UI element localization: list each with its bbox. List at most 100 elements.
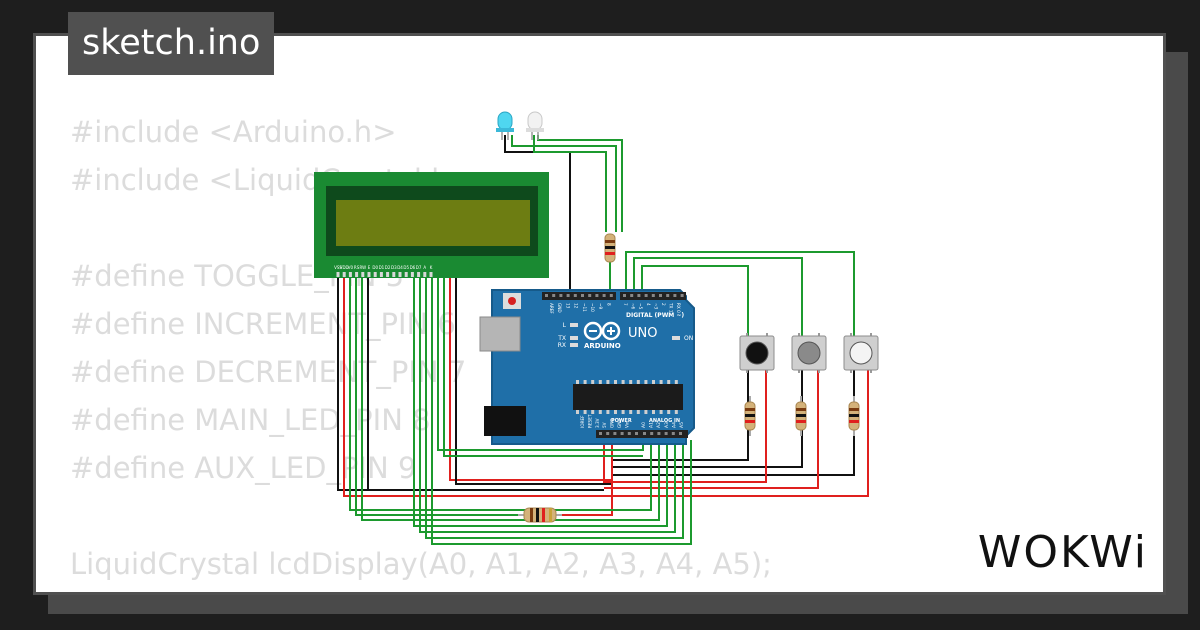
chip-pin xyxy=(591,410,595,414)
power-pin-label: 5V xyxy=(602,422,607,428)
resistor xyxy=(744,396,756,436)
push-button[interactable] xyxy=(843,333,879,373)
blue-led xyxy=(496,111,514,140)
header-pin xyxy=(552,294,556,297)
wire xyxy=(355,276,520,516)
lcd-pin xyxy=(361,272,365,277)
chip-pin xyxy=(674,380,678,384)
chip-pin xyxy=(644,410,648,414)
chip-pin xyxy=(598,380,602,384)
lcd-pin xyxy=(386,272,390,277)
wire xyxy=(560,440,613,516)
chip-pin xyxy=(621,380,625,384)
led-rx-label: RX xyxy=(558,342,566,349)
header-pin xyxy=(643,432,646,435)
digital-pin-label: ~11 xyxy=(582,303,587,312)
wire xyxy=(625,251,855,336)
lcd-pin xyxy=(417,272,421,277)
wokwi-logo: WOKWi xyxy=(977,527,1148,578)
header-power xyxy=(596,430,640,438)
digital-pin-label: ~6 xyxy=(631,303,636,310)
header-pin xyxy=(671,432,675,435)
digital-pin-label: 8 xyxy=(606,303,611,306)
wire xyxy=(349,276,652,511)
file-name-tab[interactable]: sketch.ino xyxy=(68,12,275,75)
lcd-pin-label: D6 xyxy=(410,265,416,270)
chip-pin xyxy=(598,410,602,414)
code-preview: #include <Arduino.h>#include <LiquidCrys… xyxy=(70,108,772,588)
push-button[interactable] xyxy=(791,333,827,373)
digital-label: DIGITAL (PWM ~) xyxy=(626,312,684,319)
chip-pin xyxy=(644,380,648,384)
digital-pin-label: 4 xyxy=(646,303,651,306)
wire xyxy=(511,135,617,232)
push-button[interactable] xyxy=(739,333,775,373)
wire xyxy=(443,276,643,457)
lcd-pin xyxy=(367,272,371,277)
lcd-pin xyxy=(410,272,414,277)
chip-pin xyxy=(674,410,678,414)
header-pin xyxy=(637,294,641,297)
chip-pin xyxy=(576,410,579,414)
header-pin xyxy=(559,294,563,297)
chip-pin xyxy=(621,410,625,414)
header-pin xyxy=(609,294,613,297)
digital-pin-label: ~5 xyxy=(638,303,643,310)
lcd-pin-label: E xyxy=(368,265,371,270)
chip-pin xyxy=(659,410,663,414)
wire xyxy=(603,370,767,483)
chip-pin xyxy=(629,380,633,384)
lcd-pin-label: D2 xyxy=(385,265,391,270)
resistor xyxy=(848,396,860,436)
wire xyxy=(425,276,684,539)
wire xyxy=(431,276,692,545)
analog-pin-label: A4 xyxy=(671,422,677,428)
power-pin-label: IOREF xyxy=(580,415,585,428)
power-label: POWER xyxy=(611,418,632,424)
digital-pin-label: ~9 xyxy=(598,303,603,310)
digital-pin-label: ~3 xyxy=(653,303,658,310)
wire xyxy=(449,276,612,481)
header-pin xyxy=(581,294,584,297)
lcd-pin-label: VSS xyxy=(334,265,342,270)
digital-pin-label: RX 0 xyxy=(676,303,681,313)
analog-pin-label: A5 xyxy=(679,422,685,428)
resistor xyxy=(518,507,562,523)
chip-pin xyxy=(614,380,617,384)
lcd-pin-label: D0 xyxy=(372,265,378,270)
lcd-pin xyxy=(336,272,340,277)
chip-pin xyxy=(583,410,587,414)
analog-pin-label: A0 xyxy=(641,422,647,428)
wire xyxy=(455,276,612,485)
reset-button[interactable] xyxy=(508,297,516,305)
infinity-logo-icon xyxy=(583,321,621,341)
lcd-pin-label: V0 xyxy=(348,265,354,270)
chip-pin xyxy=(606,380,610,384)
header-pin xyxy=(545,294,548,297)
lcd-pin xyxy=(429,272,433,277)
header-pin xyxy=(679,432,682,435)
digital-pin-label: GND xyxy=(557,303,562,313)
digital-pin-label: TX 1 xyxy=(669,302,674,313)
white-led xyxy=(526,111,544,140)
header-pin xyxy=(659,294,662,297)
header-pin xyxy=(620,432,624,435)
lcd-pin xyxy=(373,272,377,277)
lcd-pin xyxy=(342,272,346,277)
digital-pin-label: 2 xyxy=(661,303,666,306)
lcd-pin-label: A xyxy=(423,265,426,270)
header-pin xyxy=(627,432,631,435)
led-tx-label: TX xyxy=(557,335,566,342)
lcd-pin-label: D4 xyxy=(397,265,403,270)
lcd-pin-label: D7 xyxy=(416,265,422,270)
header-pin xyxy=(623,294,626,297)
header-pin xyxy=(666,294,670,297)
header-pin xyxy=(651,294,655,297)
wire xyxy=(337,276,604,491)
header-pin xyxy=(566,294,570,297)
lcd-pin-label: RS xyxy=(354,265,360,270)
header-pin xyxy=(635,432,638,435)
resistor xyxy=(604,233,616,263)
chip-pin xyxy=(576,380,579,384)
board-maker: ARDUINO xyxy=(584,342,621,350)
